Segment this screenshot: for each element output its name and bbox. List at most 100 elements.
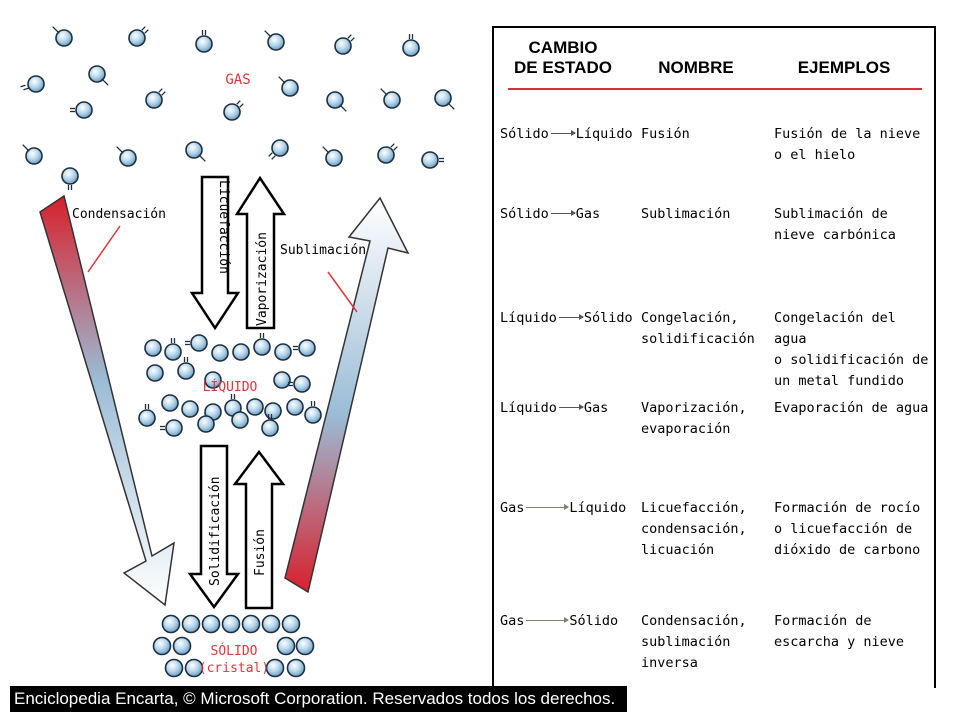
fusion-arrow xyxy=(232,449,286,610)
arrow-icon xyxy=(526,616,570,623)
molecule-icon xyxy=(161,394,179,412)
from-state: Sólido xyxy=(500,206,549,222)
molecule-icon xyxy=(268,139,289,160)
sublimation-callout-line xyxy=(327,271,358,313)
from-state: Líquido xyxy=(500,400,557,416)
name-cell: Sublimación xyxy=(641,206,731,222)
molecule-icon xyxy=(197,415,215,433)
molecule-icon xyxy=(146,364,164,382)
molecule-icon xyxy=(144,339,162,357)
molecule-icon xyxy=(380,88,401,109)
molecule-icon xyxy=(421,151,444,169)
molecule-icon xyxy=(177,357,195,380)
from-state: Sólido xyxy=(500,126,549,142)
molecule-icon xyxy=(273,371,291,389)
change-cell: Sólido Líquido xyxy=(500,124,640,145)
change-cell: Líquido Gas xyxy=(500,398,640,419)
example-cell: Congelación del agua o solidificación de… xyxy=(774,310,929,389)
vaporization-arrow xyxy=(234,175,287,330)
molecule-icon xyxy=(402,34,420,57)
header-change-of-state: CAMBIO DE ESTADO xyxy=(514,38,612,77)
liquefaction-arrow xyxy=(189,175,241,331)
from-state: Líquido xyxy=(500,310,557,326)
molecule-icon xyxy=(322,146,343,167)
molecule-icon xyxy=(377,143,398,164)
molecule-icon xyxy=(276,636,296,656)
solid-molecules xyxy=(152,614,315,678)
molecule-icon xyxy=(152,636,172,656)
molecule-icon xyxy=(274,343,292,361)
molecule-icon xyxy=(164,338,182,361)
to-state: Líquido xyxy=(569,500,627,516)
molecule-icon xyxy=(288,375,311,393)
condensation-arrow xyxy=(39,194,175,607)
sublimation-text: Sublimación xyxy=(280,243,366,258)
molecule-icon xyxy=(278,76,299,97)
molecule-icon xyxy=(246,398,264,416)
molecule-icon xyxy=(184,658,204,678)
molecule-icon xyxy=(22,144,43,165)
molecule-icon xyxy=(261,414,279,437)
molecule-icon xyxy=(241,614,261,634)
states-of-matter-diagram: GAS LÍQUIDO SÓLIDO (cristal) Licuefacció… xyxy=(20,26,455,678)
molecule-icon xyxy=(221,614,241,634)
molecule-icon xyxy=(160,419,183,437)
name-cell: Vaporización, evaporación xyxy=(641,400,747,437)
molecule-icon xyxy=(201,614,221,634)
example-cell: Fusión de la nieve o el hielo xyxy=(774,126,921,163)
arrow-icon xyxy=(526,503,570,510)
name-cell: Fusión xyxy=(641,126,690,142)
example-cell: Formación de rocío o licuefacción de dió… xyxy=(774,500,921,558)
molecule-icon xyxy=(232,343,250,361)
molecule-icon xyxy=(211,344,229,362)
molecule-icon xyxy=(128,26,149,47)
molecule-icon xyxy=(52,26,73,47)
molecule-icon xyxy=(304,401,322,424)
liquid-label: LÍQUIDO xyxy=(203,379,258,395)
molecule-icon xyxy=(264,402,282,420)
solid-sublabel: (cristal) xyxy=(199,661,269,676)
molecule-icon xyxy=(286,398,304,416)
molecule-icon xyxy=(20,75,45,93)
arrow-icon xyxy=(558,313,584,320)
molecule-icon xyxy=(185,334,208,352)
example-cell: Formación de escarcha y nieve xyxy=(774,613,905,650)
liquid-molecules xyxy=(138,333,322,437)
header-name: NOMBRE xyxy=(658,58,734,77)
change-cell: Gas Líquido xyxy=(500,498,640,519)
molecule-icon xyxy=(164,658,184,678)
molecule-icon xyxy=(281,614,301,634)
molecule-icon xyxy=(334,34,355,55)
molecule-icon xyxy=(138,404,156,427)
name-cell: Licuefacción, condensación, licuación xyxy=(641,500,747,558)
to-state: Líquido xyxy=(575,126,633,142)
molecule-icon xyxy=(223,100,244,121)
molecule-icon xyxy=(181,614,201,634)
molecule-icon xyxy=(261,614,281,634)
molecule-icon xyxy=(286,658,306,678)
to-state: Gas xyxy=(583,400,609,416)
to-state: Sólido xyxy=(569,613,619,629)
molecule-icon xyxy=(70,101,93,119)
sublimation-arrow xyxy=(284,196,410,594)
solid-label: SÓLIDO xyxy=(211,643,258,659)
arrow-icon xyxy=(550,129,576,136)
from-state: Gas xyxy=(500,500,525,516)
molecule-icon xyxy=(181,400,199,418)
molecule-icon xyxy=(61,167,79,190)
molecule-icon xyxy=(293,339,316,357)
molecule-icon xyxy=(326,91,347,112)
condensation-callout-line xyxy=(87,225,121,273)
molecule-icon xyxy=(295,636,315,656)
molecule-icon xyxy=(161,614,181,634)
name-cell: Condensación, sublimación inversa xyxy=(641,613,747,671)
example-cell: Sublimación de nieve carbónica xyxy=(774,206,896,243)
header-rule xyxy=(508,88,922,90)
molecule-icon xyxy=(172,636,192,656)
molecule-icon xyxy=(265,658,285,678)
gas-label: GAS xyxy=(225,72,250,88)
